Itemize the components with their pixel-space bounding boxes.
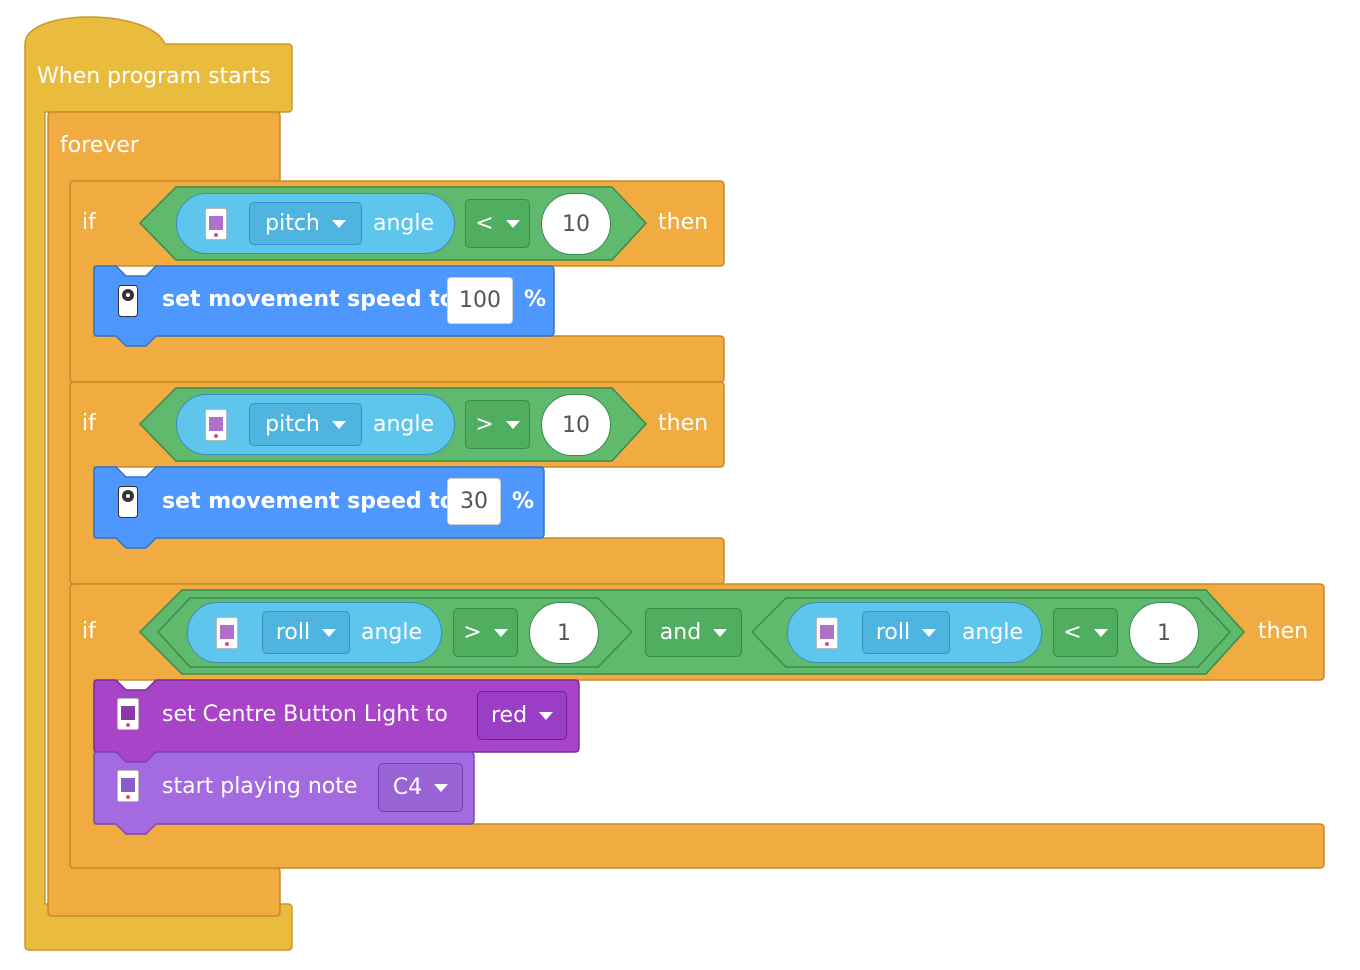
forever-label: forever xyxy=(60,133,139,158)
device-icon xyxy=(205,208,227,240)
then-label-1: then xyxy=(658,210,709,235)
light-color-dropdown[interactable]: red xyxy=(477,691,567,740)
chevron-down-icon xyxy=(331,219,346,228)
set-speed-text-1: set movement speed to xyxy=(162,287,455,312)
set-centre-light-block[interactable] xyxy=(93,679,580,763)
note-dropdown[interactable]: C4 xyxy=(378,763,463,812)
angle-label-3a: angle xyxy=(361,620,423,645)
speed-unit-2: % xyxy=(512,489,535,514)
remote-icon xyxy=(118,285,138,317)
angle-label-2: angle xyxy=(373,412,435,437)
set-speed-block-2[interactable] xyxy=(93,466,545,549)
device-icon xyxy=(205,409,227,441)
compare-value-2[interactable]: 10 xyxy=(541,394,611,456)
if-label-1: if xyxy=(82,210,96,235)
set-light-text: set Centre Button Light to xyxy=(162,702,448,727)
play-note-text: start playing note xyxy=(162,774,358,799)
speed-unit-1: % xyxy=(524,287,547,312)
axis-dropdown-1[interactable]: pitch xyxy=(249,202,362,245)
orientation-reporter-2[interactable]: pitch angle xyxy=(176,394,455,455)
chevron-down-icon xyxy=(493,628,508,637)
chevron-down-icon xyxy=(331,420,346,429)
then-label-3: then xyxy=(1258,619,1309,644)
hat-label: When program starts xyxy=(37,64,271,89)
chevron-down-icon xyxy=(713,628,728,637)
remote-icon xyxy=(118,486,138,518)
speed-value-2[interactable]: 30 xyxy=(447,478,501,525)
angle-label-3b: angle xyxy=(962,620,1024,645)
orientation-reporter-1[interactable]: pitch angle xyxy=(176,193,455,254)
device-icon xyxy=(117,770,139,802)
speed-value-1[interactable]: 100 xyxy=(447,277,513,324)
operator-dropdown-2[interactable]: > xyxy=(465,400,530,449)
orientation-reporter-3b[interactable]: roll angle xyxy=(787,602,1042,663)
then-label-2: then xyxy=(658,411,709,436)
operator-dropdown-1[interactable]: < xyxy=(465,199,530,248)
device-icon xyxy=(117,698,139,730)
set-speed-block-1[interactable] xyxy=(93,265,555,347)
compare-value-3a[interactable]: 1 xyxy=(529,602,599,664)
when-program-starts-block[interactable] xyxy=(24,16,293,951)
chevron-down-icon xyxy=(539,711,554,720)
device-icon xyxy=(816,617,838,649)
operator-dropdown-3a[interactable]: > xyxy=(453,608,518,657)
chevron-down-icon xyxy=(922,628,937,637)
chevron-down-icon xyxy=(505,219,520,228)
axis-dropdown-3b[interactable]: roll xyxy=(862,611,950,654)
chevron-down-icon xyxy=(505,420,520,429)
angle-label-1: angle xyxy=(373,211,435,236)
and-operator-dropdown[interactable]: and xyxy=(645,608,742,657)
chevron-down-icon xyxy=(322,628,337,637)
compare-value-1[interactable]: 10 xyxy=(541,193,611,255)
chevron-down-icon xyxy=(434,783,449,792)
set-speed-text-2: set movement speed to xyxy=(162,489,455,514)
operator-dropdown-3b[interactable]: < xyxy=(1053,608,1118,657)
if-label-3: if xyxy=(82,619,96,644)
compare-value-3b[interactable]: 1 xyxy=(1129,602,1199,664)
orientation-reporter-3a[interactable]: roll angle xyxy=(187,602,442,663)
axis-dropdown-3a[interactable]: roll xyxy=(262,611,350,654)
chevron-down-icon xyxy=(1093,628,1108,637)
axis-dropdown-2[interactable]: pitch xyxy=(249,403,362,446)
device-icon xyxy=(216,617,238,649)
if-label-2: if xyxy=(82,411,96,436)
